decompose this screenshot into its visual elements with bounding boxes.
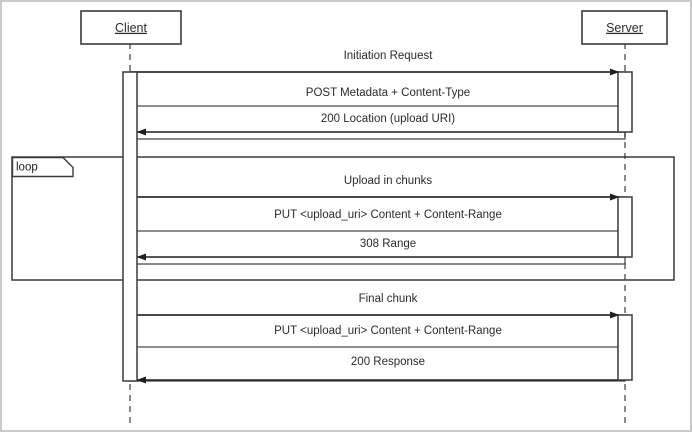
- loop-fragment-frame[interactable]: [11, 156, 675, 281]
- message-label-308-range: 308 Range: [360, 238, 416, 250]
- arrowhead-post-metadata: [610, 68, 619, 76]
- arrowhead-put-final-chunk: [610, 311, 619, 319]
- activation-bar-client[interactable]: [122, 71, 138, 382]
- activation-bar-server-initiation[interactable]: [617, 71, 633, 133]
- group-label-final-chunk: Final chunk: [359, 293, 418, 305]
- participant-label-client: Client: [115, 21, 147, 35]
- message-label-put-final-chunk: PUT <upload_uri> Content + Content-Range: [274, 325, 502, 337]
- arrowhead-200-response: [137, 376, 146, 384]
- loop-fragment-tab: [11, 156, 74, 178]
- participant-label-server: Server: [606, 21, 643, 35]
- group-label-initiation: Initiation Request: [344, 50, 434, 62]
- group-label-upload-chunks: Upload in chunks: [344, 175, 432, 187]
- arrowhead-308-range: [137, 253, 146, 261]
- activation-bar-server-final[interactable]: [617, 314, 633, 381]
- activation-bar-server-chunk[interactable]: [617, 196, 633, 258]
- message-label-post-metadata: POST Metadata + Content-Type: [306, 87, 470, 99]
- message-label-put-chunk: PUT <upload_uri> Content + Content-Range: [274, 209, 502, 221]
- arrowhead-200-location: [137, 128, 146, 136]
- participant-box-server[interactable]: [581, 10, 668, 45]
- participant-box-client[interactable]: [80, 10, 182, 45]
- message-label-200-response: 200 Response: [351, 356, 425, 368]
- message-label-200-location: 200 Location (upload URI): [321, 113, 455, 125]
- loop-fragment-label: loop: [16, 162, 38, 174]
- arrowhead-put-chunk: [610, 193, 619, 201]
